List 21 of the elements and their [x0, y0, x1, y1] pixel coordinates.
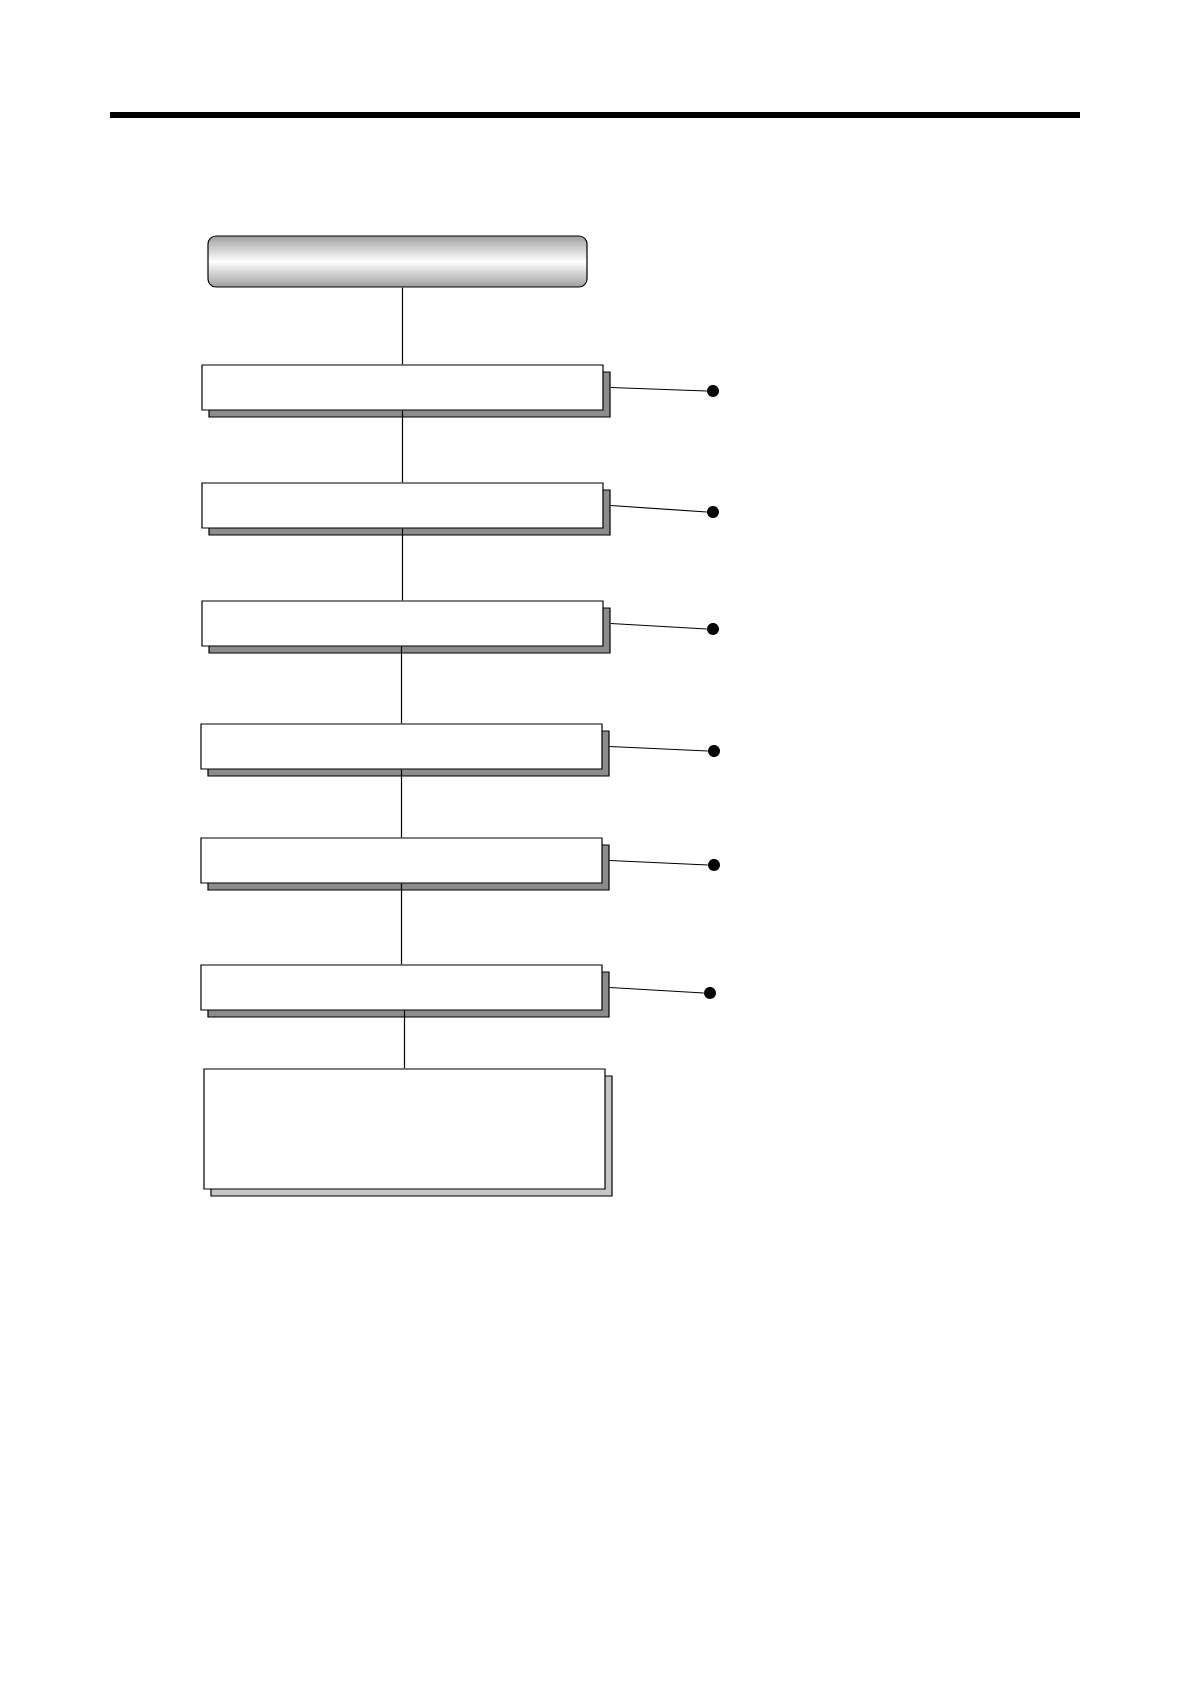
- connector-line: [609, 986, 705, 994]
- connector-line: [400, 646, 403, 724]
- connector-line: [609, 859, 709, 866]
- process-box: [201, 600, 611, 654]
- process-box: [200, 723, 610, 777]
- connector-line: [610, 504, 708, 513]
- connector-line: [401, 287, 404, 365]
- connector-line: [610, 386, 708, 392]
- process-box: [201, 364, 611, 418]
- result-box: [203, 1068, 613, 1197]
- connector-line: [401, 528, 404, 601]
- connector-line: [401, 410, 404, 483]
- connector-line: [403, 1010, 406, 1069]
- connector-line: [400, 769, 403, 838]
- connector-line: [609, 745, 709, 752]
- connector-line: [400, 883, 403, 965]
- process-box: [200, 837, 610, 891]
- process-box: [200, 964, 610, 1018]
- title-bar: [207, 235, 588, 288]
- connector-line: [610, 622, 708, 630]
- process-box: [201, 482, 611, 536]
